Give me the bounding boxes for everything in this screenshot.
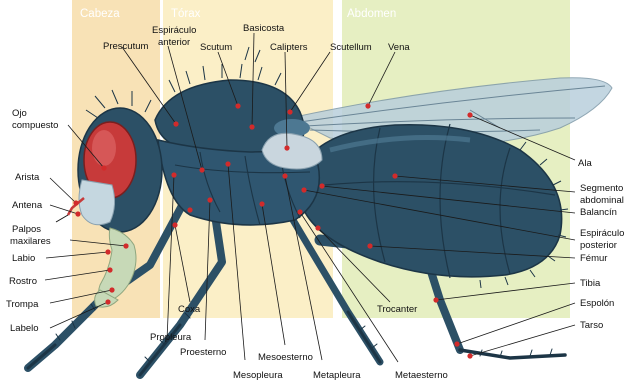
part-marker-dot [173, 121, 178, 126]
leader-line [470, 325, 575, 356]
part-marker-dot [284, 145, 289, 150]
face [79, 180, 115, 225]
label-arista: Arista [15, 172, 40, 183]
part-marker-dot [467, 112, 472, 117]
part-marker-dot [301, 187, 306, 192]
part-marker-dot [105, 299, 110, 304]
label-espolon: Espolón [580, 298, 614, 309]
arista-hair [56, 215, 68, 222]
label-scutellum: Scutellum [330, 42, 372, 53]
abdomen-section-title: Abdomen [347, 8, 396, 20]
label-proesterno: Proesterno [180, 347, 226, 358]
part-marker-dot [235, 103, 240, 108]
part-marker-dot [225, 161, 230, 166]
part-marker-dot [319, 183, 324, 188]
label-labio: Labio [12, 253, 35, 264]
label-mesoesterno: Mesoesterno [258, 352, 313, 363]
part-marker-dot [187, 207, 192, 212]
label-basicosta: Basicosta [243, 23, 285, 34]
part-marker-dot [107, 267, 112, 272]
part-marker-dot [105, 249, 110, 254]
label-espiraculo-posterior-line1: Espiráculo [580, 228, 624, 239]
part-marker-dot [249, 124, 254, 129]
label-propleura: Propleura [150, 332, 192, 343]
eye-highlight [92, 130, 116, 166]
label-palpos-line1: Palpos [12, 224, 41, 235]
label-espiraculo-posterior-line2: posterior [580, 240, 617, 251]
part-marker-dot [282, 173, 287, 178]
label-espiraculo-anterior-line2: anterior [158, 37, 190, 48]
label-calipters: Calipters [270, 42, 308, 53]
label-coxa: Coxa [178, 304, 201, 315]
label-metaesterno: Metaesterno [395, 370, 448, 381]
part-marker-dot [367, 243, 372, 248]
label-tarso: Tarso [580, 320, 603, 331]
label-labelo: Labelo [10, 323, 39, 334]
part-marker-dot [172, 222, 177, 227]
label-vena: Vena [388, 42, 410, 53]
part-marker-dot [392, 173, 397, 178]
label-antena: Antena [12, 200, 43, 211]
head-section-title: Cabeza [80, 8, 120, 20]
part-marker-dot [259, 201, 264, 206]
second-middle-tarsus [348, 312, 380, 362]
label-metapleura: Metapleura [313, 370, 361, 381]
label-scutum: Scutum [200, 42, 232, 53]
part-marker-dot [199, 167, 204, 172]
part-marker-dot [207, 197, 212, 202]
part-marker-dot [315, 225, 320, 230]
label-segmento-line1: Segmento [580, 183, 623, 194]
part-marker-dot [287, 109, 292, 114]
part-marker-dot [123, 243, 128, 248]
part-marker-dot [433, 297, 438, 302]
label-tibia: Tibia [580, 278, 601, 289]
part-marker-dot [171, 172, 176, 177]
part-marker-dot [73, 200, 78, 205]
part-marker-dot [109, 287, 114, 292]
part-marker-dot [365, 103, 370, 108]
label-ojo-compuesto-line2: compuesto [12, 120, 58, 131]
part-marker-dot [454, 341, 459, 346]
label-prescutum: Prescutum [103, 41, 148, 52]
label-rostro: Rostro [9, 276, 37, 287]
label-femur: Fémur [580, 253, 607, 264]
label-trompa: Trompa [6, 299, 39, 310]
part-marker-dot [297, 209, 302, 214]
label-espiraculo-anterior-line1: Espiráculo [152, 25, 196, 36]
label-palpos-line2: maxilares [10, 236, 51, 247]
label-ojo-compuesto-line1: Ojo [12, 108, 27, 119]
label-segmento-line2: abdominal [580, 195, 624, 206]
label-trocanter: Trocanter [377, 304, 417, 315]
label-balancin: Balancín [580, 207, 617, 218]
label-ala: Ala [578, 158, 592, 169]
thorax-section-title: Tórax [171, 8, 201, 20]
front-tarsus [28, 345, 55, 368]
label-mesopleura: Mesopleura [233, 370, 283, 381]
part-marker-dot [75, 211, 80, 216]
part-marker-dot [101, 165, 106, 170]
part-marker-dot [467, 353, 472, 358]
